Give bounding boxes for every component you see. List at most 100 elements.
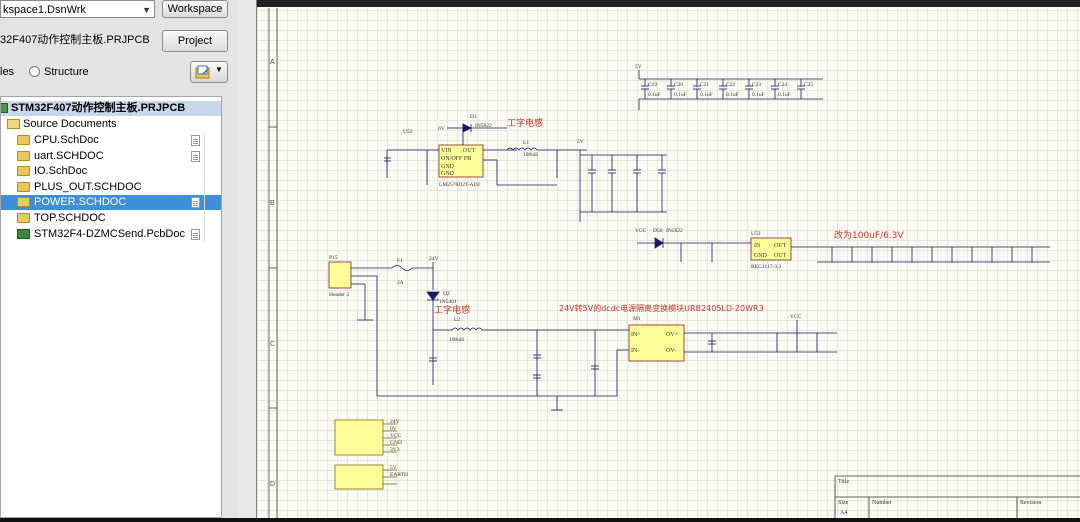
title-block-label: Title [838, 479, 849, 485]
pin-label: GND [754, 253, 768, 259]
part-designator: U53 [751, 231, 761, 237]
cap-value: 0.1uF [726, 92, 739, 98]
pin-label: OV- [666, 348, 676, 354]
inductor-annotation: 工字电感 [434, 304, 470, 316]
part-value: IN5822 [666, 228, 683, 234]
pin-label: OUT [463, 148, 476, 154]
mode-files-label[interactable]: les [0, 66, 15, 78]
tree-cell [204, 164, 221, 179]
net-label: 5V [635, 64, 642, 70]
tree-cell [204, 195, 221, 210]
tree-item-label: POWER.SCHDOC [34, 196, 127, 208]
schematic-sheet[interactable]: A B C D 5V C19 [257, 0, 1080, 518]
schdoc-icon [17, 166, 30, 176]
document-icon [191, 135, 200, 146]
project-button[interactable]: Project [162, 30, 228, 52]
workspace-combo[interactable]: kspace1.DsnWrk ▼ [0, 0, 155, 18]
tree-item[interactable]: uart.SCHDOC [1, 149, 221, 164]
net-label: 5V [577, 139, 584, 145]
cap-value: 0.1uF [778, 92, 791, 98]
top-edge [257, 0, 1080, 7]
part-designator: F1 [397, 258, 403, 264]
workspace-combo-value: kspace1.DsnWrk [3, 4, 86, 16]
panel-splitter[interactable] [238, 0, 257, 520]
schematic-canvas: A B C D 5V C19 [268, 8, 1080, 518]
tree-item-label: PLUS_OUT.SCHDOC [34, 181, 142, 193]
project-name-label: 32F407动作控制主板.PRJPCB [0, 34, 150, 46]
cap-designator: C19 [648, 82, 657, 88]
tree-item[interactable]: CPU.SchDoc [1, 133, 221, 148]
tree-item[interactable]: STM32F4-DZMCSend.PcbDoc [1, 227, 221, 242]
schdoc-icon [17, 151, 30, 161]
structure-radio[interactable] [29, 66, 40, 77]
net-label: VCC [790, 314, 802, 320]
document-icon [191, 197, 200, 208]
pcbdoc-icon [17, 229, 30, 239]
pin-label: GND [441, 171, 455, 177]
bottom-edge [0, 518, 1080, 522]
pin-label: OV+ [666, 332, 679, 338]
title-block-label: Size [838, 500, 849, 506]
pin-label: IN [754, 243, 761, 249]
projects-panel: kspace1.DsnWrk ▼ Workspace 32F407动作控制主板.… [0, 0, 239, 520]
tree-folder-source-documents[interactable]: Source Documents [1, 117, 221, 132]
net-label: VCC [635, 228, 647, 234]
title-block-label: Revision [1020, 500, 1041, 506]
project-icon [1, 103, 8, 113]
part-value: Header 3 [329, 292, 349, 298]
tree-item-selected[interactable]: POWER.SCHDOC [1, 195, 221, 210]
tree-cell [204, 133, 221, 148]
pin-net-label: EARTH [390, 472, 408, 478]
part-value: 1N5401 [439, 299, 457, 305]
cap-value: 0.1uF [752, 92, 765, 98]
cap-designator: C23 [752, 82, 761, 88]
schdoc-icon [17, 213, 30, 223]
module-annotation: 24V转5V的dcdc电源隔离变换模块URB2405LD-20WR3 [559, 303, 764, 313]
pin-label: GND [441, 164, 455, 170]
folder-open-icon [195, 65, 210, 79]
part-designator: U52 [403, 129, 413, 135]
pin-net-label: 5V [390, 465, 397, 471]
tree-cell [204, 211, 221, 226]
cap-designator: C20 [674, 82, 683, 88]
tree-item[interactable]: TOP.SCHDOC [1, 211, 221, 226]
part-designator: M1 [633, 316, 641, 322]
tree-cell [204, 149, 221, 164]
tree-item-label: CPU.SchDoc [34, 134, 99, 146]
pin-net-label: VCC [390, 433, 402, 439]
cap-value: 0.1uF [648, 92, 661, 98]
chevron-down-icon[interactable]: ▼ [215, 65, 223, 74]
workspace-button[interactable]: Workspace [162, 0, 228, 18]
part-designator: D1 [470, 114, 477, 120]
tree-project-item[interactable]: STM32F407动作控制主板.PRJPCB [1, 101, 221, 116]
cap-designator: C22 [726, 82, 735, 88]
net-label: 6V [438, 126, 445, 132]
schdoc-icon [17, 135, 30, 145]
part-designator: L1 [523, 140, 529, 146]
part-value: LM2576D2T-ADJ [439, 182, 481, 188]
tree-item[interactable]: PLUS_OUT.SCHDOC [1, 180, 221, 195]
inductor-annotation: 工字电感 [507, 117, 543, 129]
pin-net-label: GND [390, 440, 402, 446]
tree-folder-label: Source Documents [23, 118, 117, 130]
mode-structure-label[interactable]: Structure [44, 66, 89, 78]
pin-label: ON/OFF FB [441, 156, 471, 162]
tree-item-label: STM32F4-DZMCSend.PcbDoc [34, 228, 185, 240]
cap-designator: C25 [804, 82, 813, 88]
zone-label: C [270, 341, 275, 348]
cap-value: 0.1uF [700, 92, 713, 98]
chevron-down-icon[interactable]: ▼ [142, 5, 151, 15]
zone-label: B [270, 200, 275, 207]
project-tools-button[interactable]: ▼ [190, 61, 228, 83]
cap-designator: C21 [700, 82, 709, 88]
view-mode-row: les Structure [0, 62, 238, 82]
zone-label: A [270, 59, 275, 66]
tree-item-label: uart.SCHDOC [34, 150, 104, 162]
cap-designator: C24 [778, 82, 787, 88]
title-block-value: A4 [840, 510, 847, 516]
tree-item[interactable]: IO.SchDoc [1, 164, 221, 179]
part-designator: P15 [329, 255, 338, 261]
net-label: 24V [429, 256, 439, 262]
part-value: REG1117-3.3 [751, 264, 782, 270]
